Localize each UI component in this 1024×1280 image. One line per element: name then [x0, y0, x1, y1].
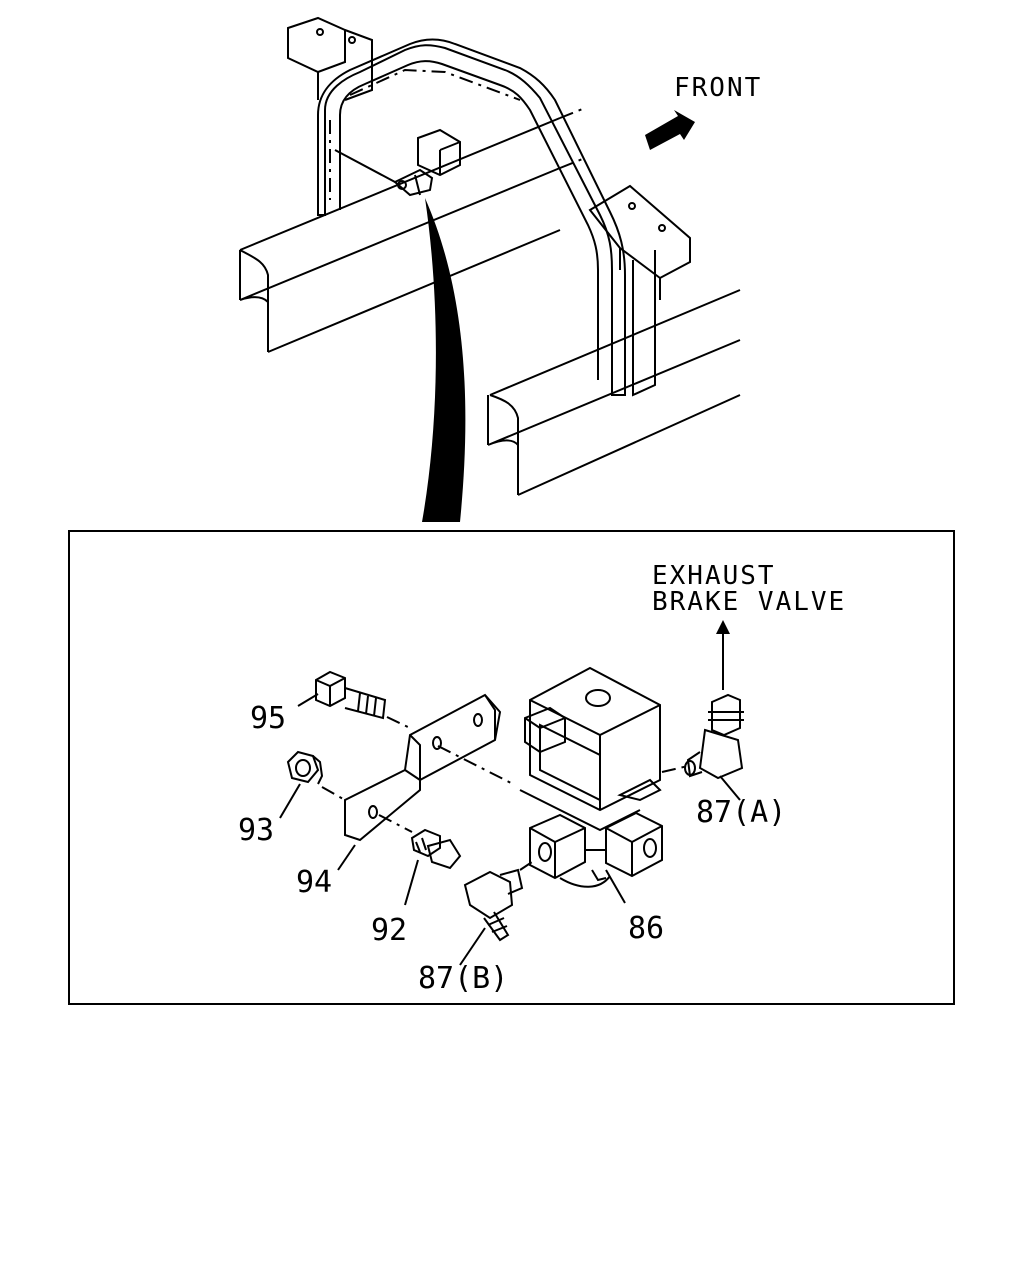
- nut-93: [286, 750, 324, 785]
- valve-location-mini: [334, 128, 461, 197]
- callout-92: 92: [371, 913, 407, 948]
- detail-leader: [422, 198, 466, 522]
- callout-94: 94: [296, 865, 332, 900]
- solenoid-valve-86: [519, 666, 663, 888]
- destination-label-line2: BRAKE VALVE: [652, 587, 846, 617]
- frame-rail-upper: [239, 117, 561, 353]
- callout-95: 95: [250, 701, 286, 736]
- bracket-right: [588, 184, 691, 300]
- callout-87b: 87(B): [418, 961, 508, 996]
- callout-87a: 87(A): [696, 795, 786, 830]
- callout-93: 93: [238, 813, 274, 848]
- callout-86: 86: [628, 911, 664, 946]
- up-arrow-icon: [716, 620, 730, 690]
- valve-assembly: [286, 666, 744, 942]
- elbow-fitting-87a: [684, 693, 744, 780]
- front-arrow-icon: [645, 110, 695, 150]
- crossmember: [317, 38, 626, 396]
- callout-leaders: [279, 693, 741, 966]
- bolt-95: [315, 670, 387, 720]
- elbow-fitting-87b: [463, 868, 524, 942]
- bolt-92: [410, 828, 462, 870]
- bracket-94: [344, 693, 502, 842]
- destination-label-line1: EXHAUST: [652, 561, 776, 591]
- detail-frame: [68, 530, 955, 1005]
- frame-rail-lower: [487, 289, 741, 496]
- chassis-overview: [239, 16, 741, 496]
- front-label: FRONT: [674, 73, 762, 103]
- bracket-left: [287, 16, 373, 101]
